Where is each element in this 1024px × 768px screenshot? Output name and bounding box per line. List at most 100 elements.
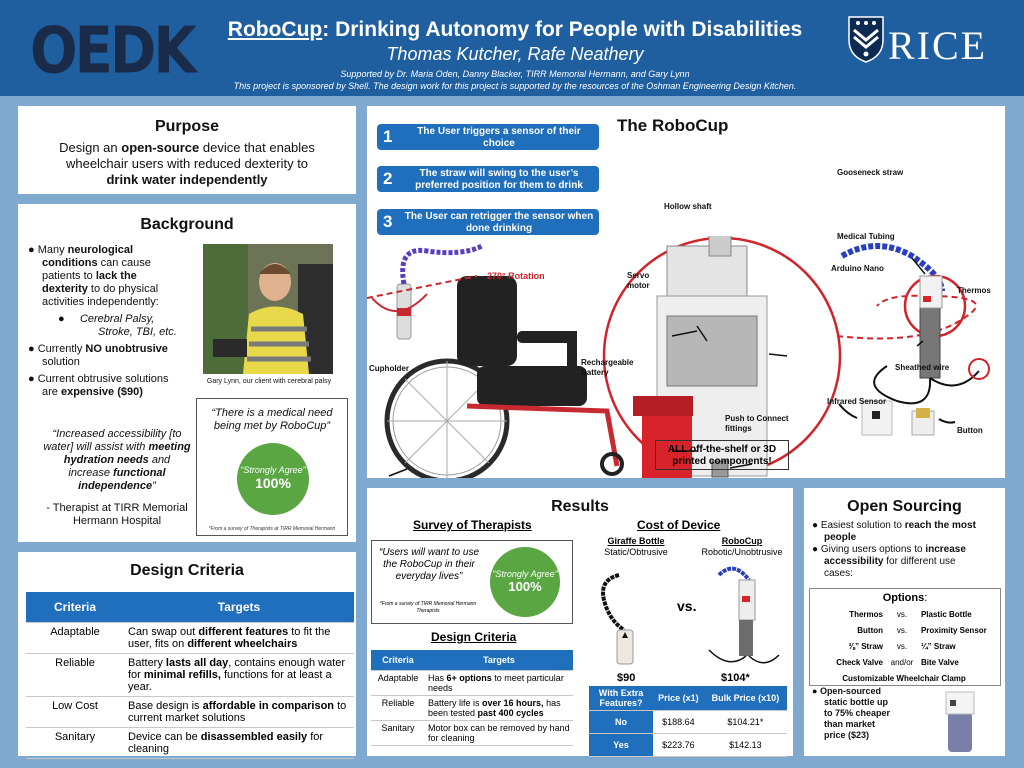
dc-target-sanitary: Device can be disassembled easily for cl…: [124, 727, 354, 759]
bg-b1-t2: conditions: [42, 257, 98, 269]
vs-label: vs.: [677, 598, 697, 614]
bg-b2-t0: Currently: [37, 343, 86, 355]
bg-sub-1: Cerebral Palsy,: [79, 313, 155, 325]
rice-shield-icon: [848, 16, 884, 63]
opt2-b: ¼” Straw: [920, 641, 956, 651]
survey-quote: “Users will want to use the RoboCup in t…: [378, 547, 480, 582]
quote-attribution: - Therapist at TIRR Memorial Hermann Hos…: [26, 502, 208, 528]
bg-b2-t2: solution: [42, 356, 80, 368]
dc1-t2: , contains enough water for: [128, 657, 346, 681]
opt1-b: Proximity Sensor: [920, 625, 987, 635]
price-header-row: With Extra Features? Price (x1) Bulk Pri…: [589, 686, 787, 711]
design-criteria-table: Criteria Targets Adaptable Can swap out …: [26, 592, 354, 759]
robocup-assembly-icon: [633, 236, 768, 478]
static-bottle-image: [945, 691, 975, 752]
rdc-reliable-target: Battery life is over 16 hours, has been …: [425, 695, 573, 721]
rotation-label: 270° Rotation: [487, 271, 545, 281]
dc1-t0: Battery: [128, 657, 166, 669]
rdc1-t2: has been tested: [428, 698, 561, 718]
os-b1-t1: reach the most: [904, 520, 976, 531]
label-push-connect: Push to Connect fittings: [725, 414, 789, 433]
dc0-t1: different features: [198, 626, 289, 638]
rdc-adaptable-target: Has 6+ options to meet particular needs: [425, 670, 573, 696]
dc2-t1: affordable in comparison: [202, 700, 335, 712]
open-sourcing-title: Open Sourcing: [847, 498, 962, 515]
bg-b1-t3: can cause: [97, 257, 151, 269]
label-sheathed-wire: Sheathed wire: [895, 363, 950, 372]
bg-b2-t1: NO unobtrusive: [85, 343, 168, 355]
table-row: Reliable Battery life is over 16 hours, …: [371, 695, 573, 721]
list-item: Customizable Wheelchair Clamp: [810, 670, 998, 686]
quote-t1: water] will assist with: [43, 441, 149, 453]
purpose-open-source: open-source: [121, 140, 200, 155]
robocup-name: RoboCup: [721, 536, 763, 546]
label-infrared: Infrared Sensor: [827, 397, 887, 406]
os-b2-t3: for different use: [883, 556, 956, 567]
poster-header: OEDK RoboCup: Drinking Autonomy for Peop…: [0, 0, 1024, 96]
label-servo-motor: Servo motor: [627, 271, 650, 290]
results-dc-h-criteria: Criteria: [371, 650, 425, 671]
os-b3-t1: static bottle up: [824, 697, 889, 707]
label-cupholder: Cupholder: [369, 364, 409, 373]
opt3-b: Bite Valve: [920, 657, 959, 667]
dc-criteria-reliable: Reliable: [26, 653, 124, 697]
rdc-reliable: Reliable: [371, 695, 425, 721]
robocup-price: $104*: [721, 672, 750, 684]
results-panel: Results Survey of Therapists “Users will…: [367, 488, 793, 757]
step-2-text: The straw will swing to the user’s prefe…: [415, 168, 583, 191]
agree-circle: “Strongly Agree” 100%: [237, 443, 309, 515]
dc-header-criteria: Criteria: [26, 592, 124, 623]
quote-t7: independence: [78, 480, 153, 492]
opt3-op: and/or: [890, 657, 914, 667]
step-1-number: 1: [383, 127, 393, 146]
results-agree-label: “Strongly Agree”: [492, 569, 558, 579]
price-yes-bulk: $142.13: [703, 733, 787, 757]
os-b1-t0: Easiest solution to: [820, 520, 905, 531]
table-row: Sanitary Device can be disassembled easi…: [26, 727, 354, 759]
results-title: Results: [551, 498, 609, 515]
quote-t4: and: [148, 454, 171, 466]
dc-target-reliable: Battery lasts all day, contains enough w…: [124, 653, 354, 697]
opt0-op: vs.: [896, 609, 908, 619]
opt1-a: Button: [857, 625, 883, 635]
dc0-t2: to fit the user, fits on: [128, 626, 331, 650]
table-row: Yes $223.76 $142.13: [589, 733, 787, 757]
title-robocup: RoboCup: [227, 18, 323, 41]
os-b2-t4: cases:: [824, 568, 853, 579]
design-criteria-panel: Design Criteria Criteria Targets Adaptab…: [18, 552, 356, 759]
label-button: Button: [957, 426, 983, 435]
os-b2-t2: accessibility: [824, 556, 884, 567]
bg-b1-t8: activities independently:: [42, 296, 159, 308]
opt0-a: Thermos: [849, 609, 883, 619]
off-the-shelf-note: ALL off-the-shelf or 3D printed componen…: [655, 440, 789, 470]
sponsor-text: Supported by Dr. Maria Oden, Danny Black…: [180, 68, 850, 92]
opt2-a: ⅜” Straw: [848, 641, 883, 651]
results-agree-value: 100%: [508, 579, 542, 594]
bg-b1-t5: lack the: [95, 270, 137, 282]
rdc0-t0: Has: [428, 673, 447, 683]
cost-products-image: [601, 566, 780, 665]
survey-note: *From a survey of Therapists at TIRR Mem…: [208, 526, 336, 532]
label-hollow-shaft: Hollow shaft: [664, 202, 712, 211]
os-b3-t0: Open-sourced: [819, 686, 881, 696]
os-b1-t2: people: [824, 532, 857, 543]
table-row: Adaptable Has 6+ options to meet particu…: [371, 670, 573, 696]
dc1-t1: lasts all day: [165, 657, 229, 669]
rice-logo: RICE: [846, 14, 1006, 78]
os-b3-t4: price ($23): [824, 730, 870, 740]
purpose-drink-independently: drink water independently: [106, 172, 268, 187]
rdc1-t0: Battery life is: [428, 698, 483, 708]
label-thermos: Thermos: [957, 286, 991, 295]
bg-sub-2: Stroke, TBI, etc.: [98, 326, 177, 338]
oedk-logo: OEDK: [30, 14, 197, 89]
purpose-title: Purpose: [154, 118, 219, 135]
price-no-single: $188.64: [653, 710, 704, 734]
bg-b1-t0: Many: [37, 244, 68, 256]
agree-label: “Strongly Agree”: [240, 465, 306, 475]
